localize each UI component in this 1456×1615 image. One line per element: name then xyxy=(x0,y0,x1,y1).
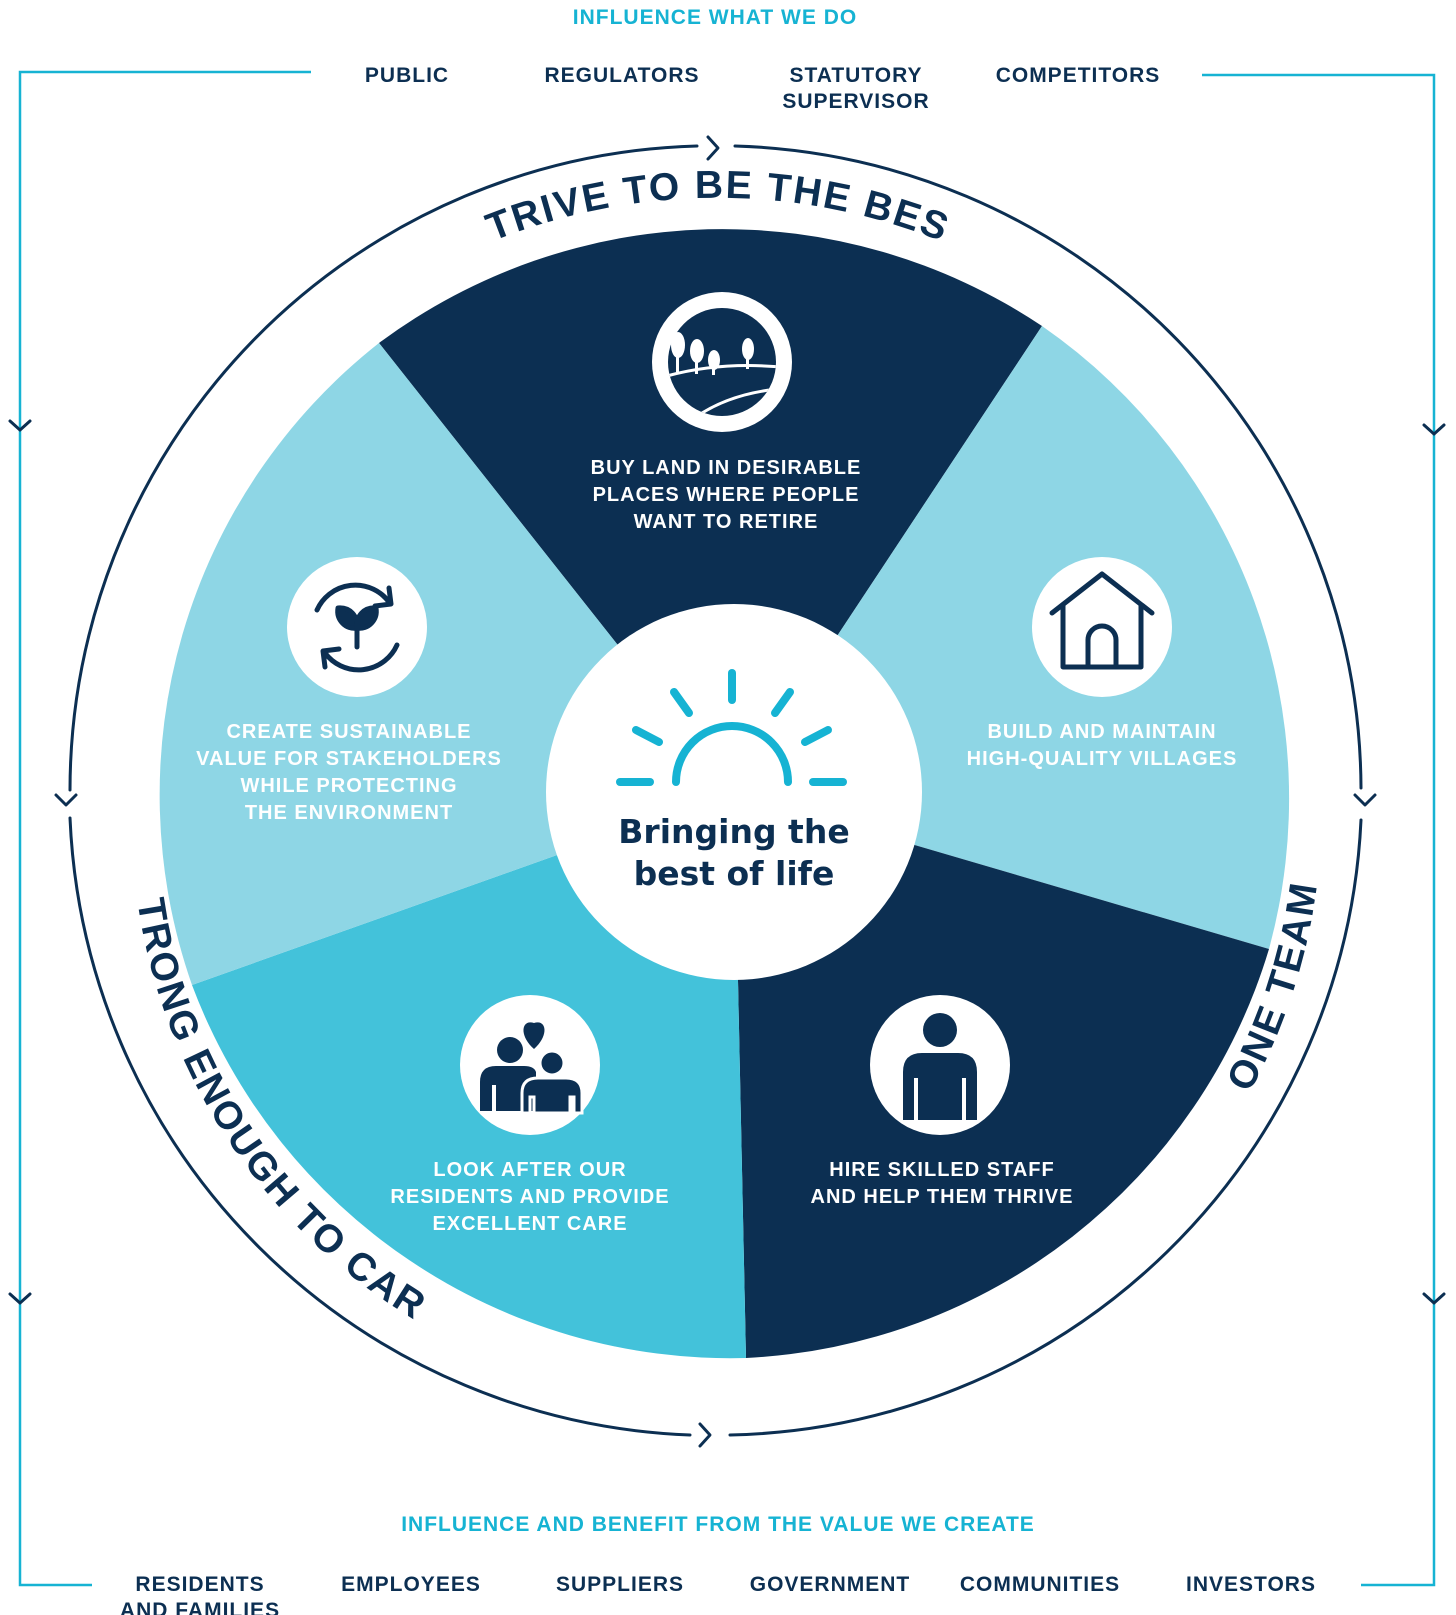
top-stakeholder-3: COMPETITORS xyxy=(996,64,1161,87)
bottom-stakeholder-1: EMPLOYEES xyxy=(341,1573,481,1596)
top-stakeholder-1: REGULATORS xyxy=(544,64,699,87)
bottom-stakeholder-5-line: INVESTORS xyxy=(1186,1573,1316,1596)
center-line-2: best of life xyxy=(634,854,835,893)
top-stakeholder-1-line: REGULATORS xyxy=(544,64,699,87)
top-stakeholders: PUBLIC REGULATORS STATUTORY SUPERVISOR COMPE… xyxy=(365,64,1161,113)
segment-label-1: BUILD AND MAINTAIN HIGH-QUALITY VILLAGES xyxy=(967,721,1238,770)
top-stakeholder-2: STATUTORY SUPERVISOR xyxy=(782,64,929,113)
segment-label-4-line: WHILE PROTECTING xyxy=(240,775,457,797)
house-icon xyxy=(1049,571,1155,670)
segment-label-4-line: THE ENVIRONMENT xyxy=(245,802,453,824)
top-stakeholder-2-line: SUPERVISOR xyxy=(782,90,929,113)
bottom-stakeholder-4: COMMUNITIES xyxy=(960,1573,1120,1596)
bracket-chevrons xyxy=(8,419,1446,1305)
top-stakeholder-3-line: COMPETITORS xyxy=(996,64,1161,87)
bottom-stakeholder-3-line: GOVERNMENT xyxy=(750,1573,911,1596)
bottom-stakeholder-3: GOVERNMENT xyxy=(750,1573,911,1596)
segment-buy-land xyxy=(379,229,1042,792)
sustainability-leaf-icon xyxy=(314,582,400,673)
segment-label-3-line: LOOK AFTER OUR xyxy=(433,1159,626,1181)
segment-label-3-line: EXCELLENT CARE xyxy=(432,1213,627,1235)
top-stakeholder-0-line: PUBLIC xyxy=(365,64,449,87)
segment-label-0-line: BUY LAND IN DESIRABLE xyxy=(591,457,862,479)
bottom-stakeholder-5: INVESTORS xyxy=(1186,1573,1316,1596)
top-heading: INFLUENCE WHAT WE DO xyxy=(573,6,857,29)
family-heart-icon xyxy=(480,1022,584,1115)
segment-label-1-line: HIGH-QUALITY VILLAGES xyxy=(967,748,1238,770)
ring-chevrons xyxy=(54,135,1377,1448)
bottom-stakeholder-2: SUPPLIERS xyxy=(556,1573,684,1596)
bottom-stakeholder-0-line: RESIDENTS xyxy=(135,1573,264,1596)
outer-ring xyxy=(68,144,1363,1437)
top-stakeholder-2-line: STATUTORY xyxy=(789,64,922,87)
person-icon xyxy=(903,1013,977,1120)
segment-label-2-line: AND HELP THEM THRIVE xyxy=(811,1186,1074,1208)
bottom-stakeholder-0: RESIDENTS AND FAMILIES xyxy=(120,1573,280,1615)
bottom-stakeholder-4-line: COMMUNITIES xyxy=(960,1573,1120,1596)
landscape-icon xyxy=(668,308,776,416)
top-stakeholder-0: PUBLIC xyxy=(365,64,449,87)
center-circle xyxy=(546,604,922,980)
sunrise-icon xyxy=(616,669,847,786)
segment-label-2-line: HIRE SKILLED STAFF xyxy=(829,1159,1054,1181)
bottom-heading: INFLUENCE AND BENEFIT FROM THE VALUE WE … xyxy=(401,1513,1035,1536)
segment-label-0-line: WANT TO RETIRE xyxy=(634,511,819,533)
segment-label-0-line: PLACES WHERE PEOPLE xyxy=(593,484,860,506)
center-line-1: Bringing the xyxy=(618,812,849,851)
segment-label-4-line: CREATE SUSTAINABLE xyxy=(226,721,471,743)
top-bracket xyxy=(18,70,1436,1587)
bottom-stakeholder-2-line: SUPPLIERS xyxy=(556,1573,684,1596)
segment-label-0: BUY LAND IN DESIRABLE PLACES WHERE PEOPLE… xyxy=(591,457,862,533)
segment-label-3: LOOK AFTER OUR RESIDENTS AND PROVIDE EXCEL… xyxy=(390,1159,669,1235)
bottom-stakeholders: RESIDENTS AND FAMILIES EMPLOYEES SUPPLIERS G… xyxy=(120,1573,1316,1615)
segment-label-2: HIRE SKILLED STAFF AND HELP THEM THRIVE xyxy=(811,1159,1074,1208)
segment-label-1-line: BUILD AND MAINTAIN xyxy=(987,721,1216,743)
segment-label-4: CREATE SUSTAINABLE VALUE FOR STAKEHOLDERS… xyxy=(196,721,502,824)
segment-label-3-line: RESIDENTS AND PROVIDE xyxy=(390,1186,669,1208)
segment-label-4-line: VALUE FOR STAKEHOLDERS xyxy=(196,748,502,770)
bottom-stakeholder-0-line: AND FAMILIES xyxy=(120,1599,280,1615)
segment-texts: BUY LAND IN DESIRABLE PLACES WHERE PEOPLE… xyxy=(196,457,1238,1235)
bottom-stakeholder-1-line: EMPLOYEES xyxy=(341,1573,481,1596)
